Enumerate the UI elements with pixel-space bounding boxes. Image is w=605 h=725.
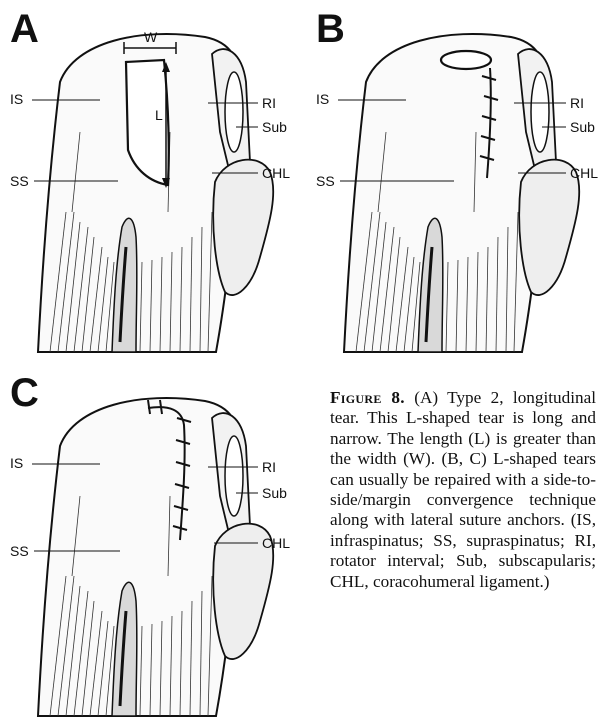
- panel-c: C IS SS RI Sub CHL: [10, 371, 290, 716]
- panel-a: A W L IS SS RI Sub CHL: [10, 7, 290, 352]
- label-w: W: [144, 29, 158, 45]
- figure-label: Figure 8.: [330, 388, 405, 407]
- figure-caption: Figure 8. (A) Type 2, longitudinal tear.…: [330, 388, 596, 592]
- label-ss: SS: [10, 173, 29, 189]
- label-sub: Sub: [262, 119, 287, 135]
- label-ri: RI: [262, 459, 276, 475]
- label-is: IS: [10, 455, 23, 471]
- panel-letter-a: A: [10, 7, 39, 51]
- label-is: IS: [316, 91, 329, 107]
- label-chl: CHL: [262, 165, 290, 181]
- label-ri: RI: [570, 95, 584, 111]
- label-sub: Sub: [570, 119, 595, 135]
- panel-b: B IS SS RI Sub CHL: [316, 7, 598, 352]
- panel-letter-b: B: [316, 7, 345, 51]
- label-l: L: [155, 107, 163, 123]
- label-ss: SS: [316, 173, 335, 189]
- residual-defect: [441, 51, 491, 69]
- label-chl: CHL: [570, 165, 598, 181]
- label-is: IS: [10, 91, 23, 107]
- label-ss: SS: [10, 543, 29, 559]
- label-sub: Sub: [262, 485, 287, 501]
- label-chl: CHL: [262, 535, 290, 551]
- panel-letter-c: C: [10, 371, 39, 415]
- caption-text: (A) Type 2, longitudinal tear. This L-sh…: [330, 388, 596, 591]
- label-ri: RI: [262, 95, 276, 111]
